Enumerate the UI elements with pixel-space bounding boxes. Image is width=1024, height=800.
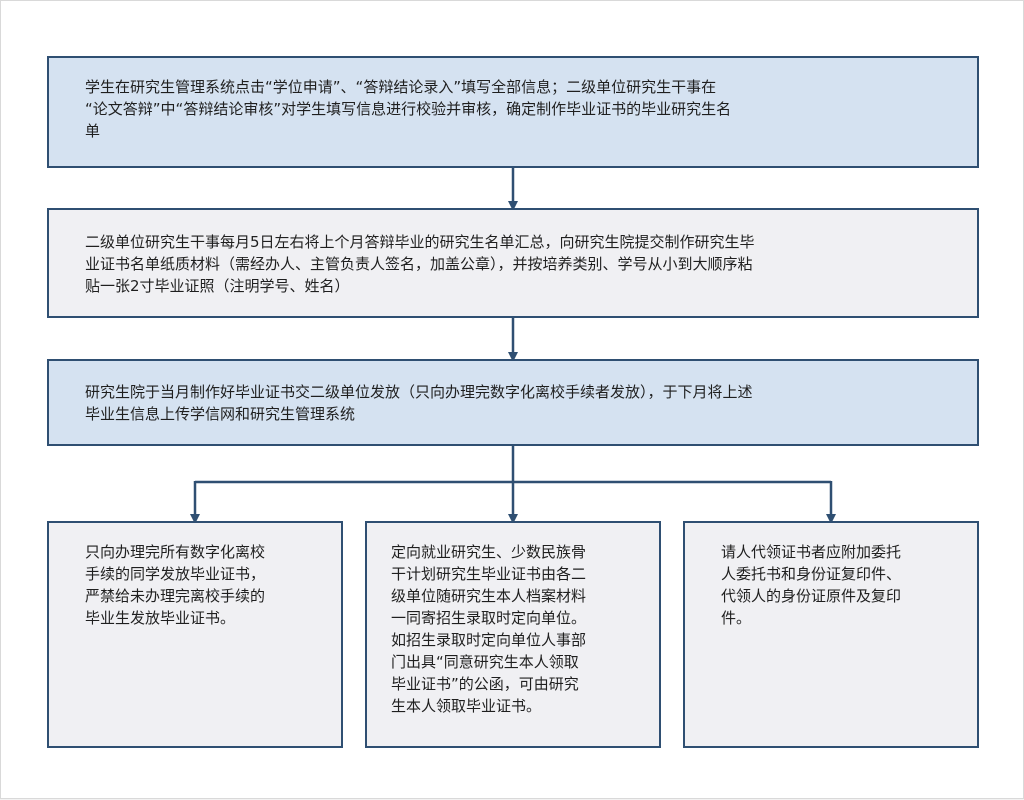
branch-left-text: 只向办理完所有数字化离校 手续的同学发放毕业证书， 严禁给未办理完离校手续的 毕… xyxy=(85,543,266,627)
branch-left-box: 只向办理完所有数字化离校 手续的同学发放毕业证书， 严禁给未办理完离校手续的 毕… xyxy=(47,521,343,748)
step-3-box: 研究生院于当月制作好毕业证书交二级单位发放（只向办理完数字化离校手续者发放），于… xyxy=(47,359,979,446)
step-1-box: 学生在研究生管理系统点击“学位申请”、“答辩结论录入”填写全部信息；二级单位研究… xyxy=(47,56,979,168)
step-2-box: 二级单位研究生干事每月5日左右将上个月答辩毕业的研究生名单汇总，向研究生院提交制… xyxy=(47,208,979,318)
step-3-text: 研究生院于当月制作好毕业证书交二级单位发放（只向办理完数字化离校手续者发放），于… xyxy=(85,383,753,423)
branch-right-box: 请人代领证书者应附加委托 人委托书和身份证复印件、 代领人的身份证原件及复印 件… xyxy=(683,521,979,748)
step-2-text: 二级单位研究生干事每月5日左右将上个月答辩毕业的研究生名单汇总，向研究生院提交制… xyxy=(85,233,755,295)
branch-middle-text: 定向就业研究生、少数民族骨 干计划研究生毕业证书由各二 级单位随研究生本人档案材… xyxy=(391,543,587,715)
step-1-text: 学生在研究生管理系统点击“学位申请”、“答辩结论录入”填写全部信息；二级单位研究… xyxy=(85,78,732,140)
branch-right-text: 请人代领证书者应附加委托 人委托书和身份证复印件、 代领人的身份证原件及复印 件… xyxy=(721,543,902,627)
branch-middle-box: 定向就业研究生、少数民族骨 干计划研究生毕业证书由各二 级单位随研究生本人档案材… xyxy=(365,521,661,748)
